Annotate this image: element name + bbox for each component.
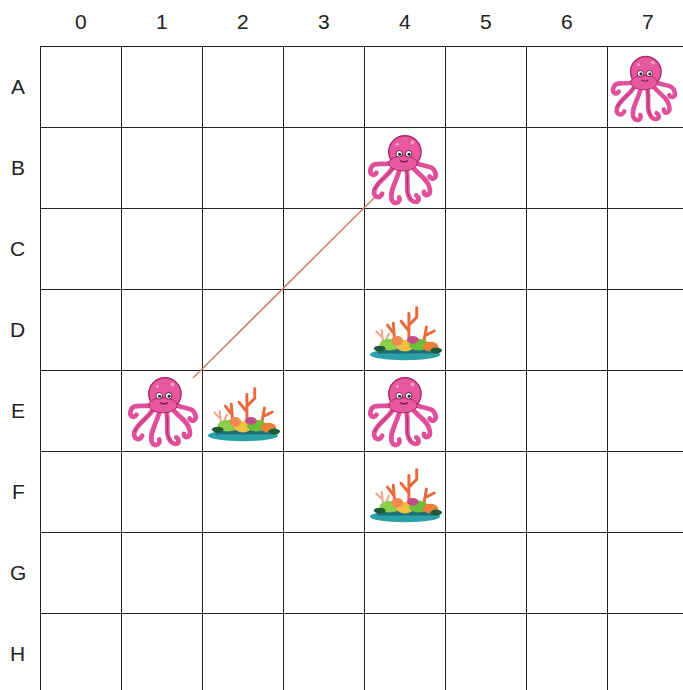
row-label: A	[11, 75, 25, 99]
octopus	[370, 378, 435, 445]
row-label: F	[12, 480, 25, 504]
column-label: 3	[318, 10, 330, 34]
coral	[370, 308, 442, 361]
octopus	[613, 57, 675, 121]
octopus	[130, 378, 195, 445]
row-label: B	[11, 156, 25, 180]
coral	[208, 389, 280, 442]
row-label: C	[10, 237, 25, 261]
row-label: D	[10, 318, 25, 342]
move-line	[193, 197, 375, 378]
row-label: E	[11, 399, 25, 423]
row-label: G	[10, 561, 26, 585]
coral	[370, 470, 442, 523]
column-label: 6	[561, 10, 573, 34]
row-label: H	[10, 642, 25, 666]
column-label: 0	[75, 10, 87, 34]
column-label: 2	[237, 10, 249, 34]
column-label: 7	[642, 10, 654, 34]
octopus	[370, 136, 435, 203]
column-label: 5	[480, 10, 492, 34]
column-label: 1	[156, 10, 168, 34]
column-label: 4	[399, 10, 411, 34]
